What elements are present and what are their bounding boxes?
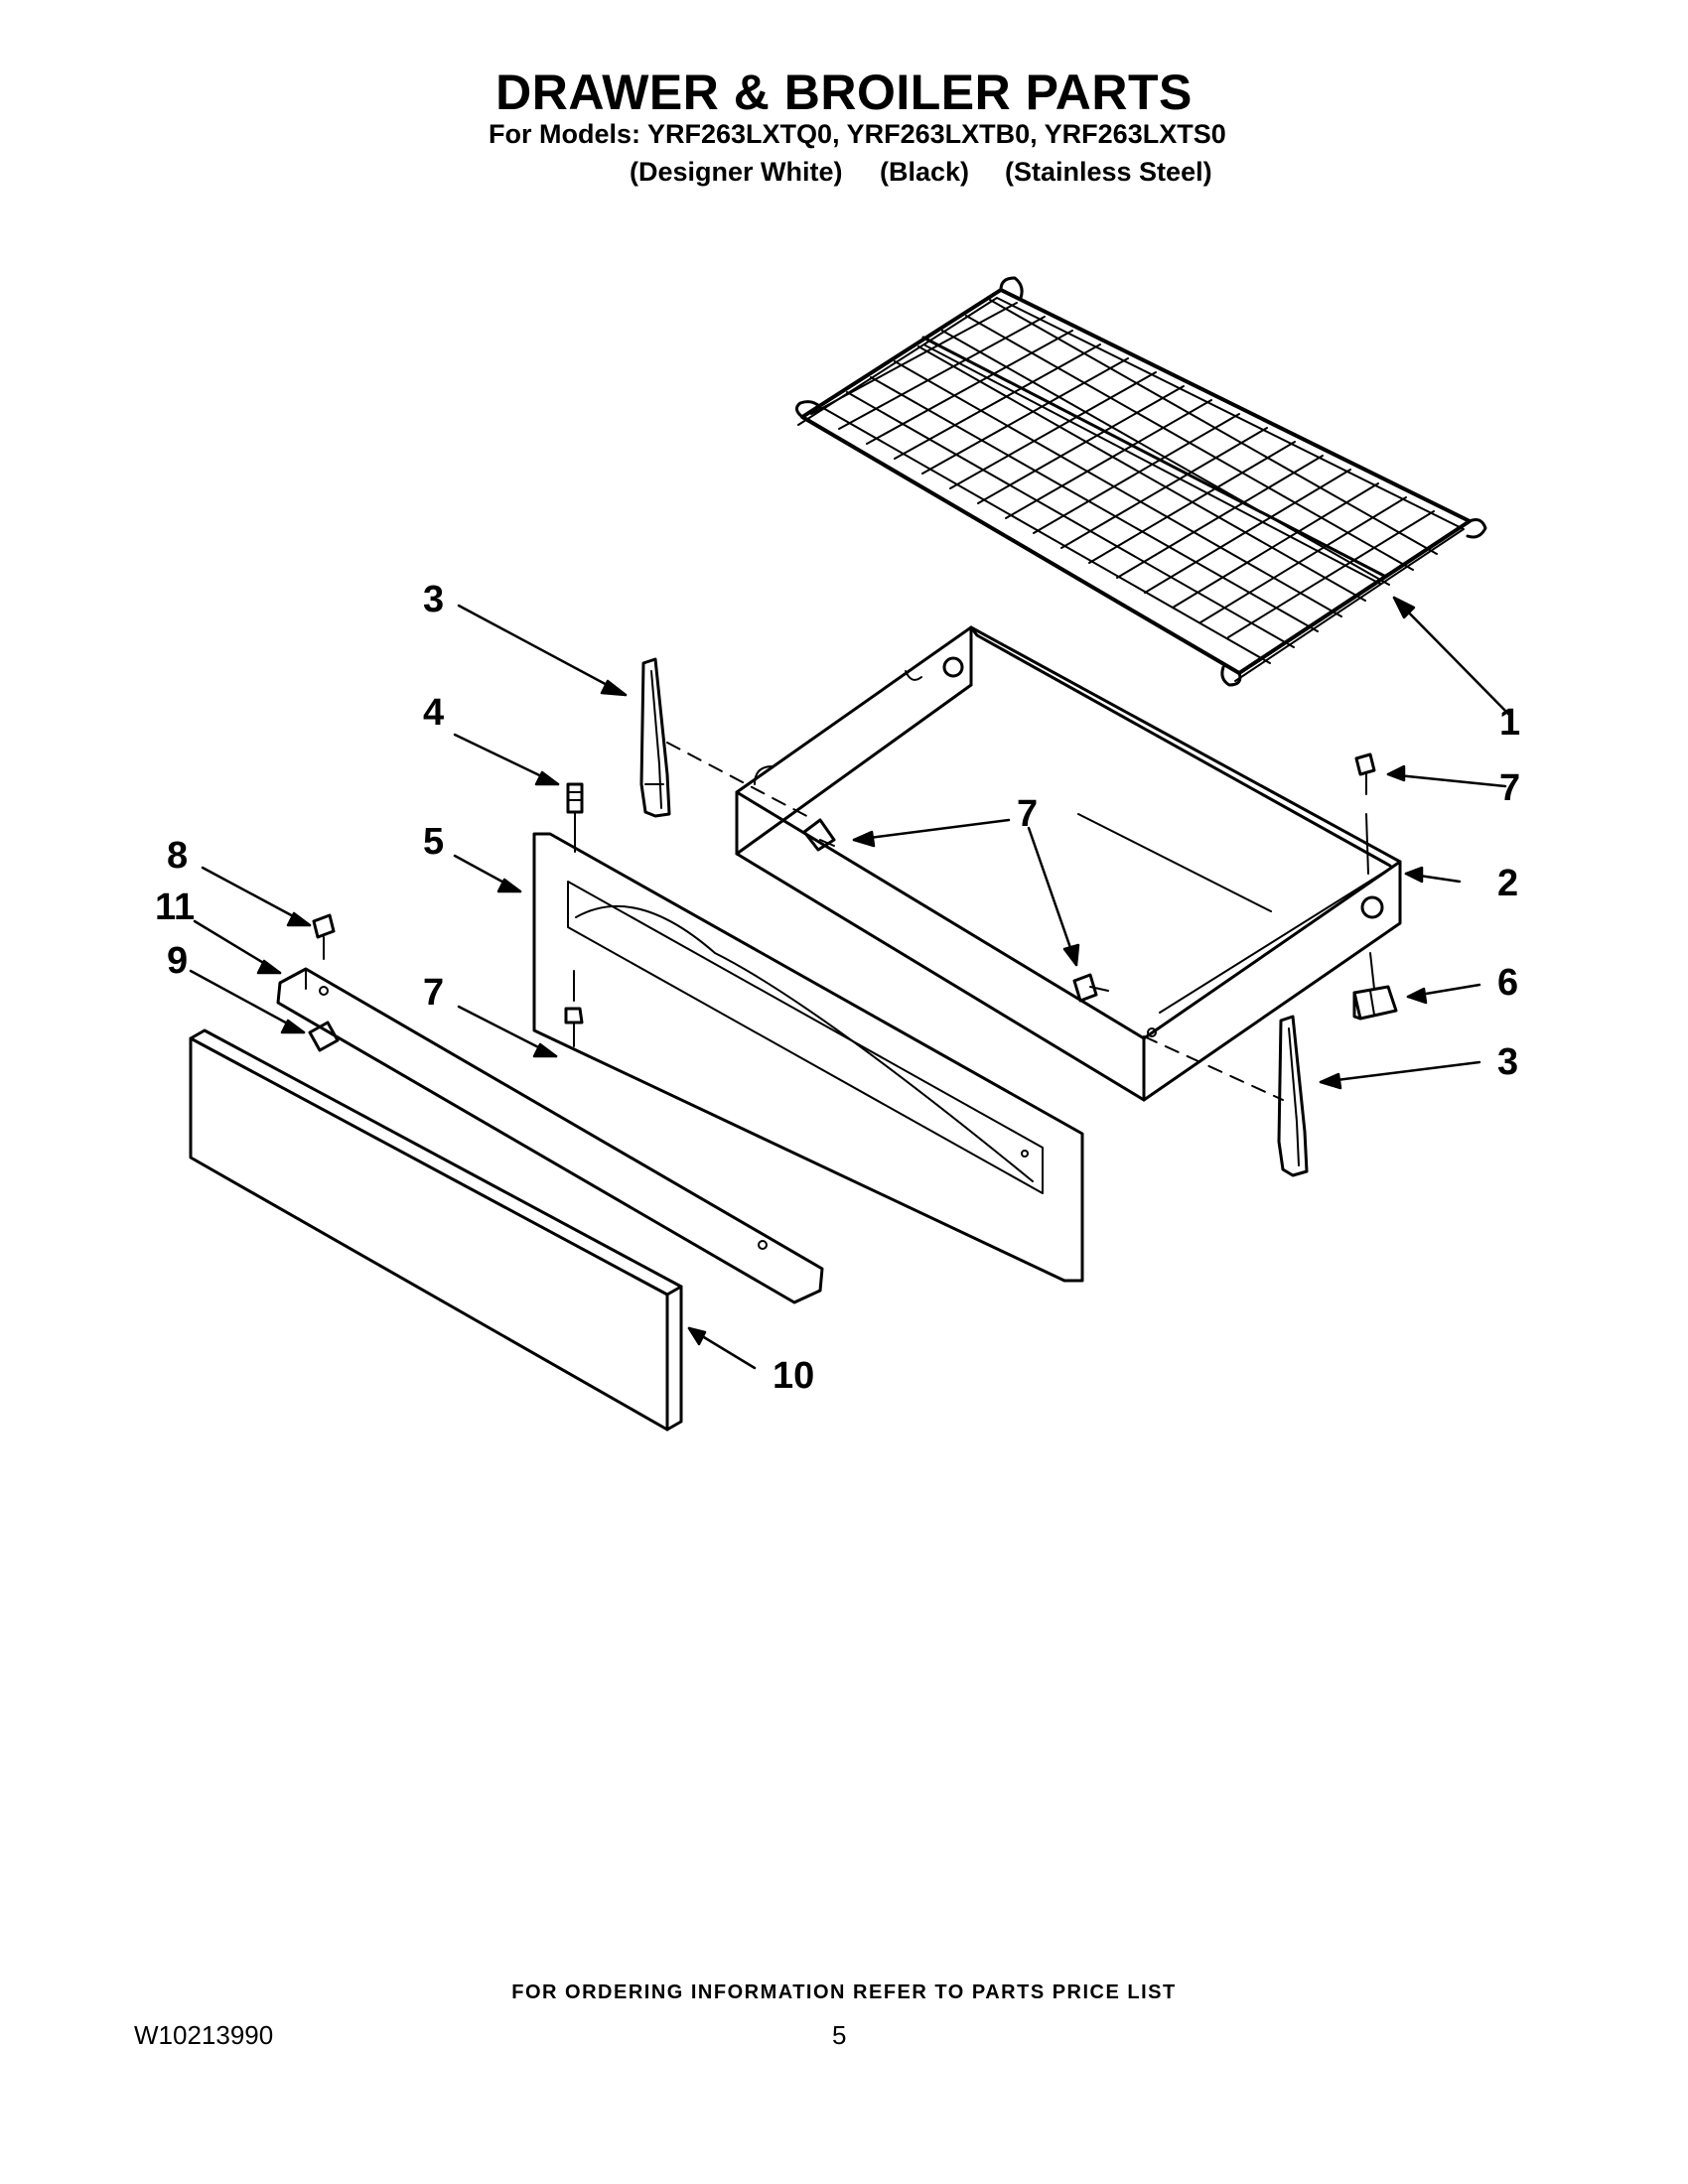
broiler-rack <box>795 276 1487 687</box>
front-panel <box>189 1028 683 1432</box>
variant-stainless-steel: (Stainless Steel) <box>1005 157 1212 187</box>
document-number: W10213990 <box>134 2020 274 2050</box>
handle-screw <box>312 913 336 960</box>
callout-10: 10 <box>773 1355 814 1397</box>
screw-drawer-left <box>802 818 836 852</box>
callout-9: 9 <box>167 940 188 982</box>
slide-rail-left <box>639 657 815 821</box>
screw-drawer-bottom <box>1072 973 1109 1003</box>
broiler-clip <box>1352 952 1398 1021</box>
callout-7-right: 7 <box>1499 767 1520 809</box>
callout-3-right: 3 <box>1497 1041 1518 1083</box>
screw-panel <box>564 970 584 1047</box>
ordering-note: FOR ORDERING INFORMATION REFER TO PARTS … <box>511 1981 1177 2003</box>
screw-drawer-right <box>1354 752 1376 875</box>
callout-7-panel: 7 <box>423 972 444 1014</box>
page-title: DRAWER & BROILER PARTS <box>495 65 1193 120</box>
callout-7-center: 7 <box>1017 793 1038 835</box>
callout-11: 11 <box>155 887 195 928</box>
drawer-panel <box>532 832 1084 1283</box>
page-number: 5 <box>832 2020 847 2050</box>
callout-1: 1 <box>1499 702 1520 744</box>
panel-clip <box>308 1021 340 1052</box>
callout-4: 4 <box>423 692 444 734</box>
stud <box>566 782 584 853</box>
variant-black: (Black) <box>880 157 970 187</box>
models-line: For Models: YRF263LXTQ0, YRF263LXTB0, YR… <box>489 119 1226 149</box>
callout-2: 2 <box>1497 863 1518 904</box>
callout-3-left: 3 <box>423 579 444 620</box>
leader-lines <box>189 596 1513 1370</box>
callout-8: 8 <box>167 835 188 877</box>
slide-rail-right <box>1143 1015 1309 1177</box>
handle <box>276 967 824 1304</box>
callout-5: 5 <box>423 821 444 863</box>
drawer-body <box>735 625 1402 1102</box>
callout-6: 6 <box>1497 962 1518 1004</box>
variant-designer-white: (Designer White) <box>630 157 843 187</box>
